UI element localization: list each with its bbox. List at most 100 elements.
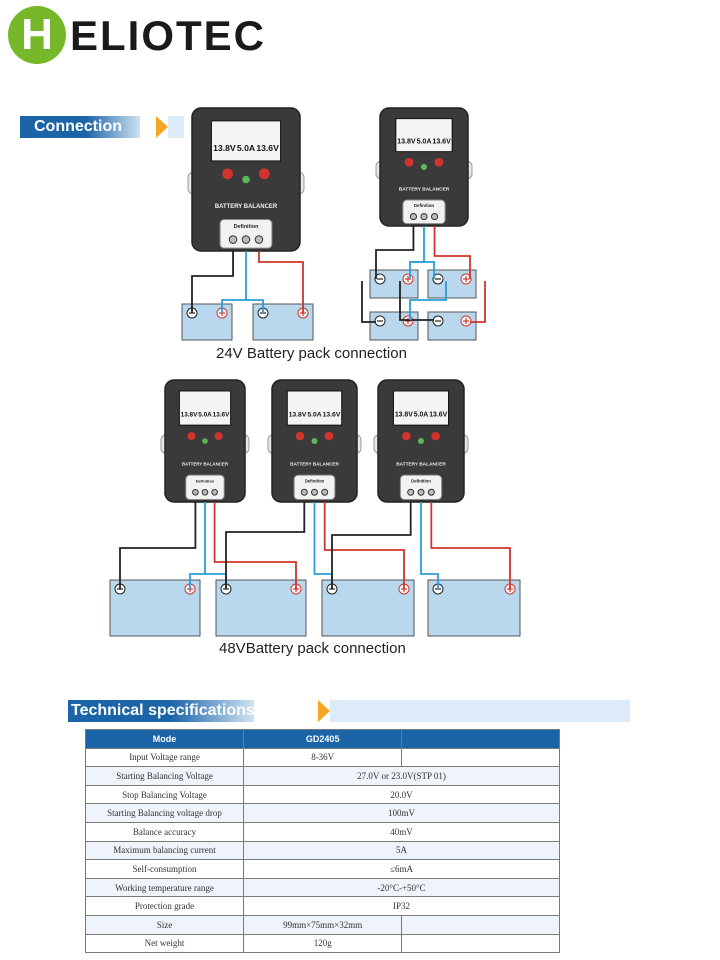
device-label: BATTERY BALANCER [215, 204, 278, 210]
lcd-screen [392, 390, 450, 426]
blue-wire [313, 502, 333, 589]
blue-wire [221, 251, 247, 313]
caption-48v: 48VBattery pack connection [219, 640, 406, 657]
device-label: BATTERY BALANCER [396, 461, 446, 467]
terminal-screw [311, 488, 318, 496]
lcd-screen [210, 120, 282, 162]
terminal-screw [300, 488, 308, 496]
lcd-screen [395, 118, 453, 153]
spec-value: -20°C-+50°C [243, 877, 560, 898]
spec-value: 27.0V or 23.0V(STP 01) [243, 766, 560, 786]
red-button [324, 431, 334, 441]
status-led [311, 438, 318, 444]
port-label: Definition [414, 203, 435, 208]
connection-header: Connection [20, 116, 184, 138]
status-led [417, 437, 425, 445]
port-label: Definition [234, 224, 259, 230]
black-wire [331, 502, 412, 589]
red-button [295, 431, 305, 441]
spec-label: Starting Balancing Voltage [84, 766, 245, 786]
red-wire [470, 281, 486, 323]
battery [181, 303, 233, 341]
black-wire [375, 226, 415, 279]
terminal-screw [409, 212, 418, 221]
red-button [214, 432, 223, 441]
terminal-screw [211, 488, 218, 496]
spec-header-mode: Mode [84, 729, 245, 749]
header-tail [330, 700, 630, 722]
device-label: BATTERY BALANCER [399, 187, 450, 193]
device-label: BATTERY BALANCER [290, 461, 339, 466]
red-wire [433, 226, 471, 279]
caption-24v: 24V Battery pack connection [216, 345, 407, 362]
battery [427, 311, 477, 341]
battery-body [427, 311, 477, 341]
red-button [258, 168, 270, 180]
terminal-screw [420, 212, 428, 221]
red-button [431, 431, 440, 441]
spec-value: IP32 [243, 896, 560, 916]
lcd-value: 5.0A [307, 412, 321, 419]
spec-label: Starting Balancing voltage drop [84, 803, 245, 823]
logo-letter: H [21, 10, 53, 59]
spec-value: 99mm×75mm×32mm [243, 914, 403, 935]
lcd-value: 13.8V [181, 412, 198, 419]
spec-value: 40mV [243, 821, 560, 842]
lcd-value: 5.0A [237, 143, 255, 153]
red-wire [323, 502, 405, 589]
red-wire [258, 251, 304, 313]
terminal-screw [430, 212, 439, 221]
spec-label: Input Voltage range [84, 747, 245, 768]
spec-label: Maximum balancing current [84, 840, 245, 861]
red-wire [213, 502, 297, 589]
lcd-value: 13.6V [256, 143, 279, 153]
lcd-value: 13.8V [289, 412, 307, 419]
chevron-right-icon [318, 700, 330, 722]
spec-empty [401, 933, 560, 954]
red-button [404, 157, 414, 167]
terminal-screw [241, 235, 251, 244]
black-wire [361, 281, 376, 323]
black-wire [191, 251, 234, 313]
spec-row: Self-consumption≤6mA [84, 859, 560, 879]
spec-header-blank [401, 729, 560, 749]
red-wire [430, 502, 511, 589]
spec-empty [401, 914, 560, 935]
red-button [222, 168, 234, 180]
battery [109, 579, 201, 637]
port-label: Definition [411, 478, 431, 483]
battery [427, 269, 477, 299]
spec-label: Protection grade [84, 896, 245, 916]
lcd-value: 13.8V [397, 138, 416, 145]
spec-label: Working temperature range [84, 877, 245, 898]
battery [427, 579, 521, 637]
header-tail [168, 116, 184, 138]
lcd-value: 13.8V [395, 412, 413, 419]
spec-value: 8-36V [243, 747, 403, 768]
terminal-screw [201, 488, 209, 496]
spec-value: 5A [243, 840, 560, 861]
battery [252, 303, 314, 341]
black-wire [119, 502, 197, 589]
terminal-screw [192, 488, 199, 496]
lcd-screen [178, 390, 232, 426]
lcd-value: 5.0A [414, 412, 429, 419]
terminal-screw [321, 488, 329, 496]
black-wire [225, 502, 306, 589]
device-label: BATTERY BALANCER [182, 461, 229, 466]
status-led [242, 175, 250, 184]
spec-value: 20.0V [243, 784, 560, 805]
